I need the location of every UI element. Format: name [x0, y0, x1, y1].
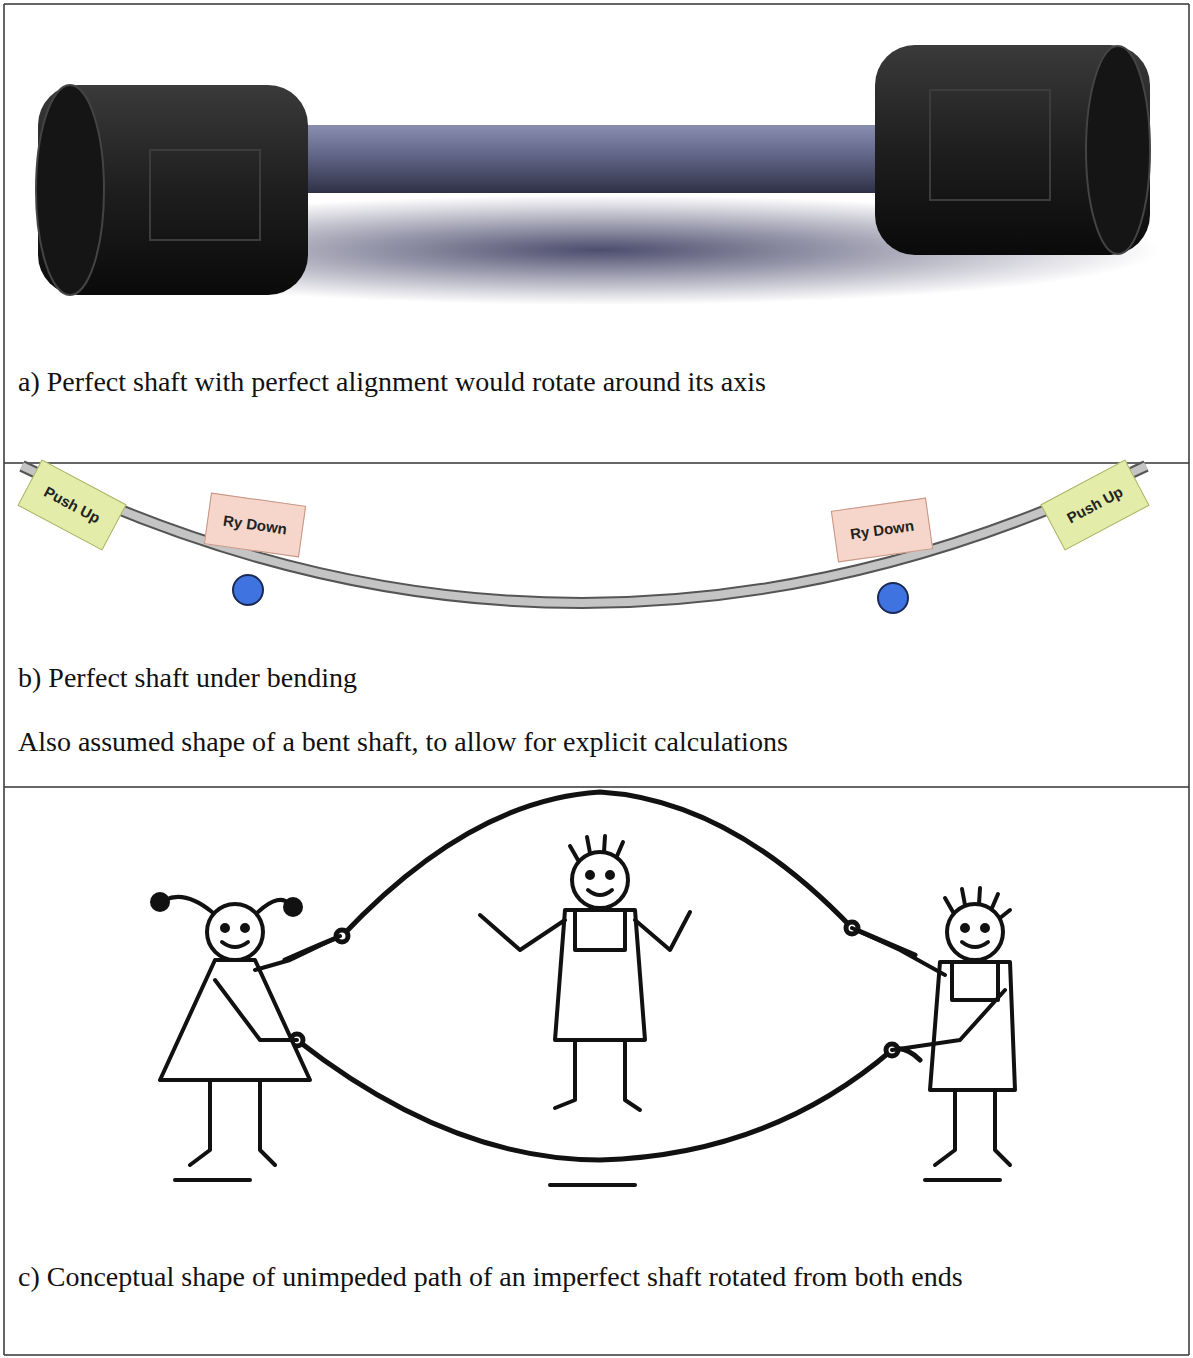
jump-rope	[268, 792, 920, 1160]
stick-figures	[152, 836, 1015, 1185]
caption-text: Also assumed shape of a bent shaft, to a…	[18, 726, 788, 758]
caption-text: c) Conceptual shape of unimpeded path of…	[18, 1261, 963, 1293]
force-label: Ry Down	[849, 518, 915, 543]
caption-text: b) Perfect shaft under bending	[18, 662, 357, 694]
force-label: Push Up	[41, 484, 102, 526]
force-badge: Push Up	[17, 460, 126, 551]
bent-beam	[22, 466, 1146, 613]
force-label: Push Up	[1064, 484, 1125, 526]
panel-frame	[4, 4, 1189, 1355]
shaft-model	[36, 45, 1160, 305]
caption-text: a) Perfect shaft with perfect alignment …	[18, 366, 766, 398]
force-label: Ry Down	[222, 513, 288, 538]
